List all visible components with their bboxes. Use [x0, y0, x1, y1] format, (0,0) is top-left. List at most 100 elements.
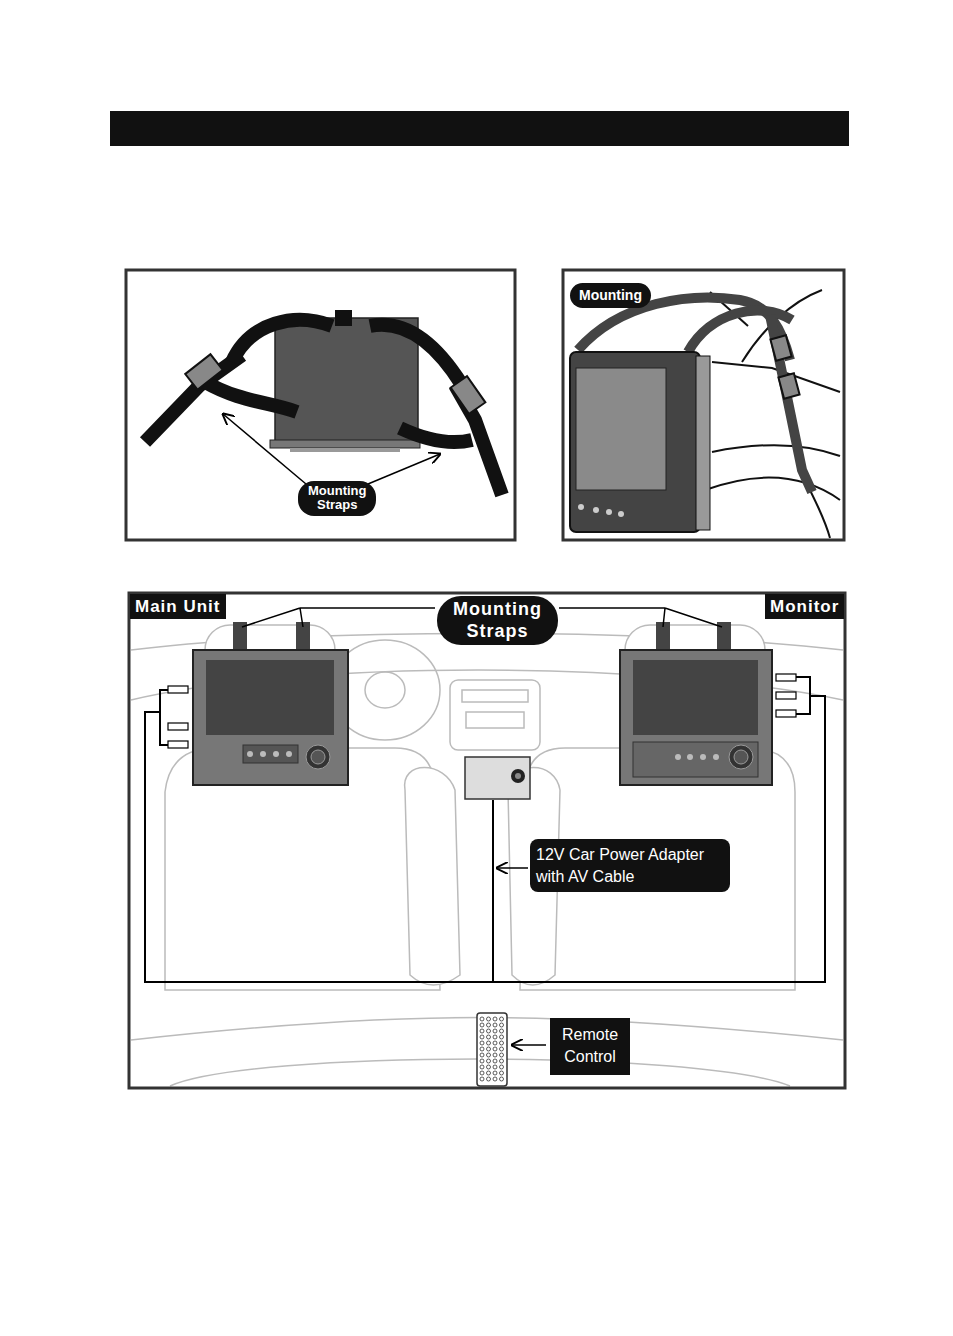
strap-figure-part: [270, 440, 420, 448]
car-interior-part-part: [625, 625, 765, 750]
car-interior-part: [633, 660, 758, 735]
car-interior-part: [193, 650, 348, 785]
strap-figure-part: [368, 454, 440, 484]
car-interior-part-part: [487, 1077, 491, 1081]
car-interior-part-part: [493, 1017, 497, 1021]
callout-box: Remote Control: [550, 1018, 630, 1075]
strap-figure-part-part: [400, 428, 472, 442]
car-interior-part-part: [487, 1029, 491, 1033]
label-text: Remote Control: [562, 1024, 618, 1069]
car-interior-part-part: [462, 690, 528, 702]
callout-pill: Mounting Straps: [437, 596, 558, 645]
mounting-figure-part-part: [770, 315, 812, 492]
mounting-figure-part: [593, 507, 599, 513]
car-interior-part-part: [480, 1035, 484, 1039]
mounting-figure-part: [778, 373, 799, 398]
mounting-figure-part: [563, 270, 844, 540]
car-interior-part-part: [480, 1053, 484, 1057]
car-interior-part-part: [487, 1065, 491, 1069]
car-interior-part-part: [480, 1041, 484, 1045]
car-interior-part: [243, 745, 298, 763]
mounting-figure-part: [770, 335, 791, 360]
car-interior-part-part: [559, 608, 722, 627]
car-interior-part-part: [480, 1023, 484, 1027]
car-interior-part: [687, 754, 693, 760]
car-interior-part: [713, 754, 719, 760]
car-interior-part-part: [405, 768, 460, 986]
car-interior-part-part: [500, 1053, 504, 1057]
car-interior-part-part: [487, 1071, 491, 1075]
car-interior-part: [734, 750, 748, 764]
mounting-figure: [563, 270, 844, 540]
car-interior-part-part: [493, 1059, 497, 1063]
car-interior-part-part: [500, 1047, 504, 1051]
label-text: Mounting Straps: [308, 484, 366, 513]
section-tag: Main Unit: [130, 594, 226, 619]
car-interior-part-part: [500, 1059, 504, 1063]
car-interior-part-part: [500, 1035, 504, 1039]
strap-figure-part: [223, 414, 306, 484]
car-interior-part: [497, 867, 528, 869]
car-interior-part-part: [242, 608, 435, 627]
strap-figure-part: [185, 354, 223, 389]
car-interior-part: [512, 1044, 546, 1046]
car-interior-part: [480, 1017, 504, 1081]
car-interior-part-part: [480, 1077, 484, 1081]
mounting-figure-part: [570, 352, 700, 532]
mounting-figure-part: [696, 356, 710, 530]
car-interior-part-part: [493, 1029, 497, 1033]
car-interior-part-part: [487, 1059, 491, 1063]
mounting-figure-part-part: [705, 478, 840, 500]
car-interior-part-part: [500, 1041, 504, 1045]
car-interior-part-part: [205, 625, 335, 750]
car-interior-part-part: [493, 1077, 497, 1081]
car-interior-part-part: [500, 1029, 504, 1033]
mounting-figure-part: [576, 368, 666, 490]
car-interior-part-part: [776, 692, 796, 699]
car-interior-part-part: [487, 1017, 491, 1021]
car-interior-part-part: [776, 710, 796, 717]
mounting-figure-part: [606, 509, 612, 515]
car-interior-part: [168, 674, 796, 748]
car-interior-part-part: [493, 1035, 497, 1039]
car-interior-part-part: [466, 712, 524, 728]
car-interior-part: [206, 660, 334, 735]
car-interior-part-part: [500, 1065, 504, 1069]
car-interior-part: [273, 751, 279, 757]
strap-figure-part: [145, 318, 502, 495]
car-interior-part: [247, 751, 253, 757]
car-interior-part: [306, 745, 330, 769]
car-interior-part: [700, 754, 706, 760]
car-interior-part: [633, 742, 758, 777]
car-interior-part: [286, 751, 292, 757]
label-text: 12V Car Power Adapter with AV Cable: [536, 844, 724, 887]
car-interior-part-part: [168, 723, 188, 730]
header-bar: [110, 111, 849, 146]
label-text: Monitor: [770, 596, 839, 617]
car-interior-part: [729, 745, 753, 769]
callout-pill: Mounting Straps: [298, 481, 376, 516]
car-interior-part-part: [365, 672, 405, 708]
strap-figure-part-part: [232, 320, 332, 362]
callout-box: 12V Car Power Adapter with AV Cable: [530, 839, 730, 892]
label-text: Mounting: [579, 287, 642, 304]
car-interior-part-part: [480, 1029, 484, 1033]
car-interior-part: [145, 677, 825, 982]
car-interior-part: [260, 751, 266, 757]
car-interior-part-part: [500, 1017, 504, 1021]
car-interior-part-part: [776, 674, 796, 681]
car-interior-part-part: [487, 1053, 491, 1057]
car-interior-part-part: [450, 680, 540, 750]
strap-figure-part-part: [370, 325, 462, 385]
car-interior-part-part: [493, 1041, 497, 1045]
car-interior-part: [515, 773, 521, 779]
car-interior-part: [465, 757, 530, 799]
car-interior-part: [477, 1013, 507, 1086]
strap-figure-part: [126, 270, 515, 540]
mounting-figure-part-part: [712, 445, 840, 456]
strap-figure-part-part: [335, 310, 352, 326]
car-interior-part-part: [145, 690, 825, 982]
